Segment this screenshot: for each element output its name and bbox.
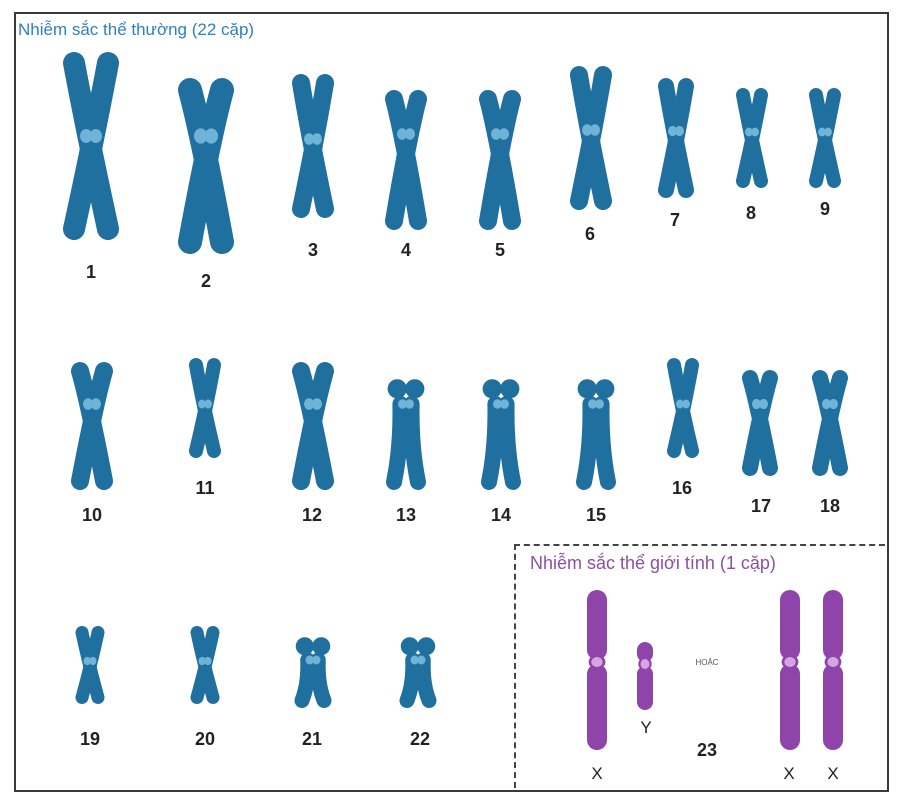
chromosome-label-16: 16 — [671, 478, 693, 498]
chromosome-label-6: 6 — [584, 224, 596, 244]
chromosome-label-20: 20 — [194, 729, 216, 749]
sex-label-y: Y — [640, 718, 652, 737]
chromosome-label-15: 15 — [585, 505, 607, 525]
chromosome-label-1: 1 — [85, 262, 97, 282]
sex-label-x-third: X — [827, 764, 839, 783]
chromosome-label-22: 22 — [409, 729, 431, 749]
sex-chromosome-title: Nhiễm sắc thể giới tính (1 cặp) — [530, 553, 776, 573]
chromosome-label-10: 10 — [81, 505, 103, 525]
chromosome-label-8: 8 — [745, 203, 757, 223]
chromosome-label-19: 19 — [79, 729, 101, 749]
sex-chromosome-box — [514, 544, 885, 788]
chromosome-label-13: 13 — [395, 505, 417, 525]
chromosome-label-4: 4 — [400, 240, 412, 260]
chromosome-label-18: 18 — [819, 496, 841, 516]
chromosome-label-14: 14 — [490, 505, 512, 525]
chromosome-label-21: 21 — [301, 729, 323, 749]
chromosome-label-2: 2 — [200, 271, 212, 291]
chromosome-label-17: 17 — [750, 496, 772, 516]
chromosome-label-5: 5 — [494, 240, 506, 260]
chromosome-label-9: 9 — [819, 199, 831, 219]
chromosome-label-12: 12 — [301, 505, 323, 525]
sex-label-x: X — [591, 764, 603, 783]
autosome-title: Nhiễm sắc thể thường (22 cặp) — [18, 20, 255, 39]
chromosome-label-3: 3 — [307, 240, 319, 260]
chromosome-label-7: 7 — [669, 210, 681, 230]
chromosome-label-23: 23 — [696, 740, 718, 760]
sex-label-or: HOẶC — [695, 658, 719, 667]
chromosome-label-11: 11 — [195, 478, 215, 498]
sex-label-x-second: X — [783, 764, 795, 783]
